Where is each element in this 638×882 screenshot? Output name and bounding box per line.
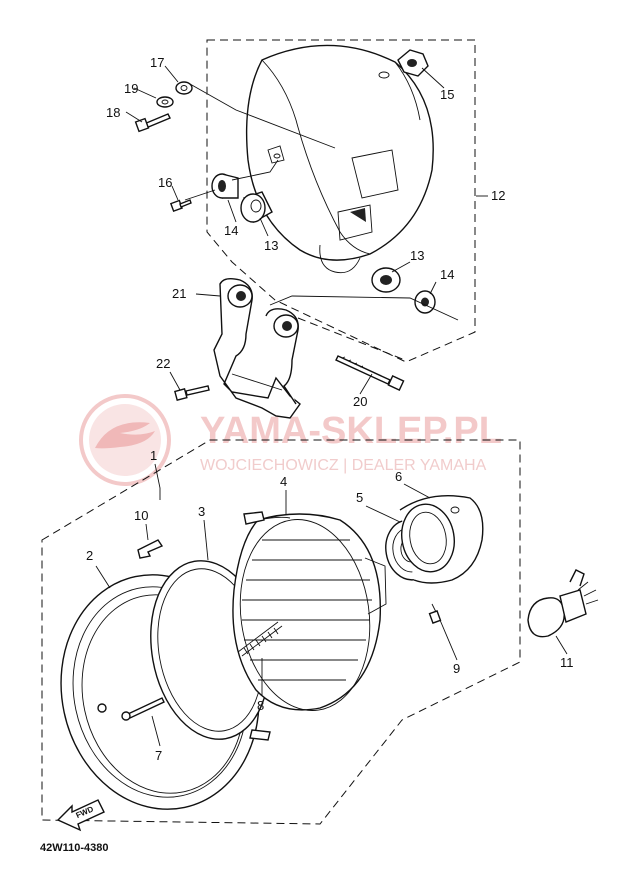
part-13-collar-left: [240, 191, 273, 223]
part-18-bolt: [134, 113, 171, 133]
callout-22: 22: [156, 356, 170, 371]
part-20-long-bolt: [335, 355, 405, 391]
callout-labels: 1 2 3 4 5 6 7 8 9 10 11 12 13 13 14 14 1…: [86, 55, 574, 763]
fwd-arrow-icon: FWD: [56, 799, 105, 832]
callout-21: 21: [172, 286, 186, 301]
housing-leader-14a: [231, 159, 279, 181]
part-6-cover: [399, 495, 484, 584]
callout-13a: 13: [264, 238, 278, 253]
callout-18: 18: [106, 105, 120, 120]
part-21-bracket: [213, 277, 301, 419]
housing-leader-17: [189, 83, 336, 149]
bracket-leader-dash: [297, 317, 406, 361]
part-14-grommet-left: [211, 173, 239, 199]
callout-7: 7: [155, 748, 162, 763]
unit-group-boundary: [41, 439, 521, 825]
callout-11: 11: [560, 655, 574, 670]
diagram-code: 42W110-4380: [40, 842, 109, 854]
callout-2: 2: [86, 548, 93, 563]
watermark-subtitle: WOJCIECHOWICZ | DEALER YAMAHA: [200, 457, 487, 474]
callout-20: 20: [353, 394, 367, 409]
part-15-nut: [397, 49, 429, 77]
headlight-housing: [245, 44, 434, 274]
part-17-collar: [175, 81, 193, 95]
part-13-collar-right: [371, 267, 401, 293]
callout-10: 10: [134, 508, 148, 523]
callout-14b: 14: [440, 267, 454, 282]
callout-13b: 13: [410, 248, 424, 263]
callout-5: 5: [356, 490, 363, 505]
part-9-screw: [428, 603, 442, 624]
part-7-screw: [121, 697, 165, 721]
part-10-clip: [137, 539, 164, 559]
part-8-spring: [237, 621, 283, 657]
watermark-logo: [79, 394, 171, 486]
callout-leaders: [95, 65, 568, 747]
housing-group-boundary: [206, 39, 476, 363]
part-19-washer: [156, 96, 174, 108]
bracket-leader-line: [269, 295, 459, 321]
callout-16: 16: [158, 175, 172, 190]
housing-leader-16: [184, 189, 216, 201]
callout-9: 9: [453, 661, 460, 676]
callout-19: 19: [124, 81, 138, 96]
callout-14a: 14: [224, 223, 238, 238]
part-4-lens-unit: [232, 511, 387, 741]
callout-17: 17: [150, 55, 164, 70]
watermark: YAMA-SKLEP.PL WOJCIECHOWICZ | DEALER YAM…: [79, 394, 502, 486]
part-11-bulb: [527, 569, 599, 638]
part-22-screw: [174, 385, 210, 402]
callout-6: 6: [395, 469, 402, 484]
callout-4: 4: [280, 474, 287, 489]
callout-15: 15: [440, 87, 454, 102]
callout-8: 8: [257, 698, 264, 713]
callout-3: 3: [198, 504, 205, 519]
watermark-brand: YAMA-SKLEP.PL: [200, 410, 502, 452]
part-16-screw: [169, 199, 192, 213]
callout-12: 12: [491, 188, 505, 203]
callout-1: 1: [150, 448, 157, 463]
